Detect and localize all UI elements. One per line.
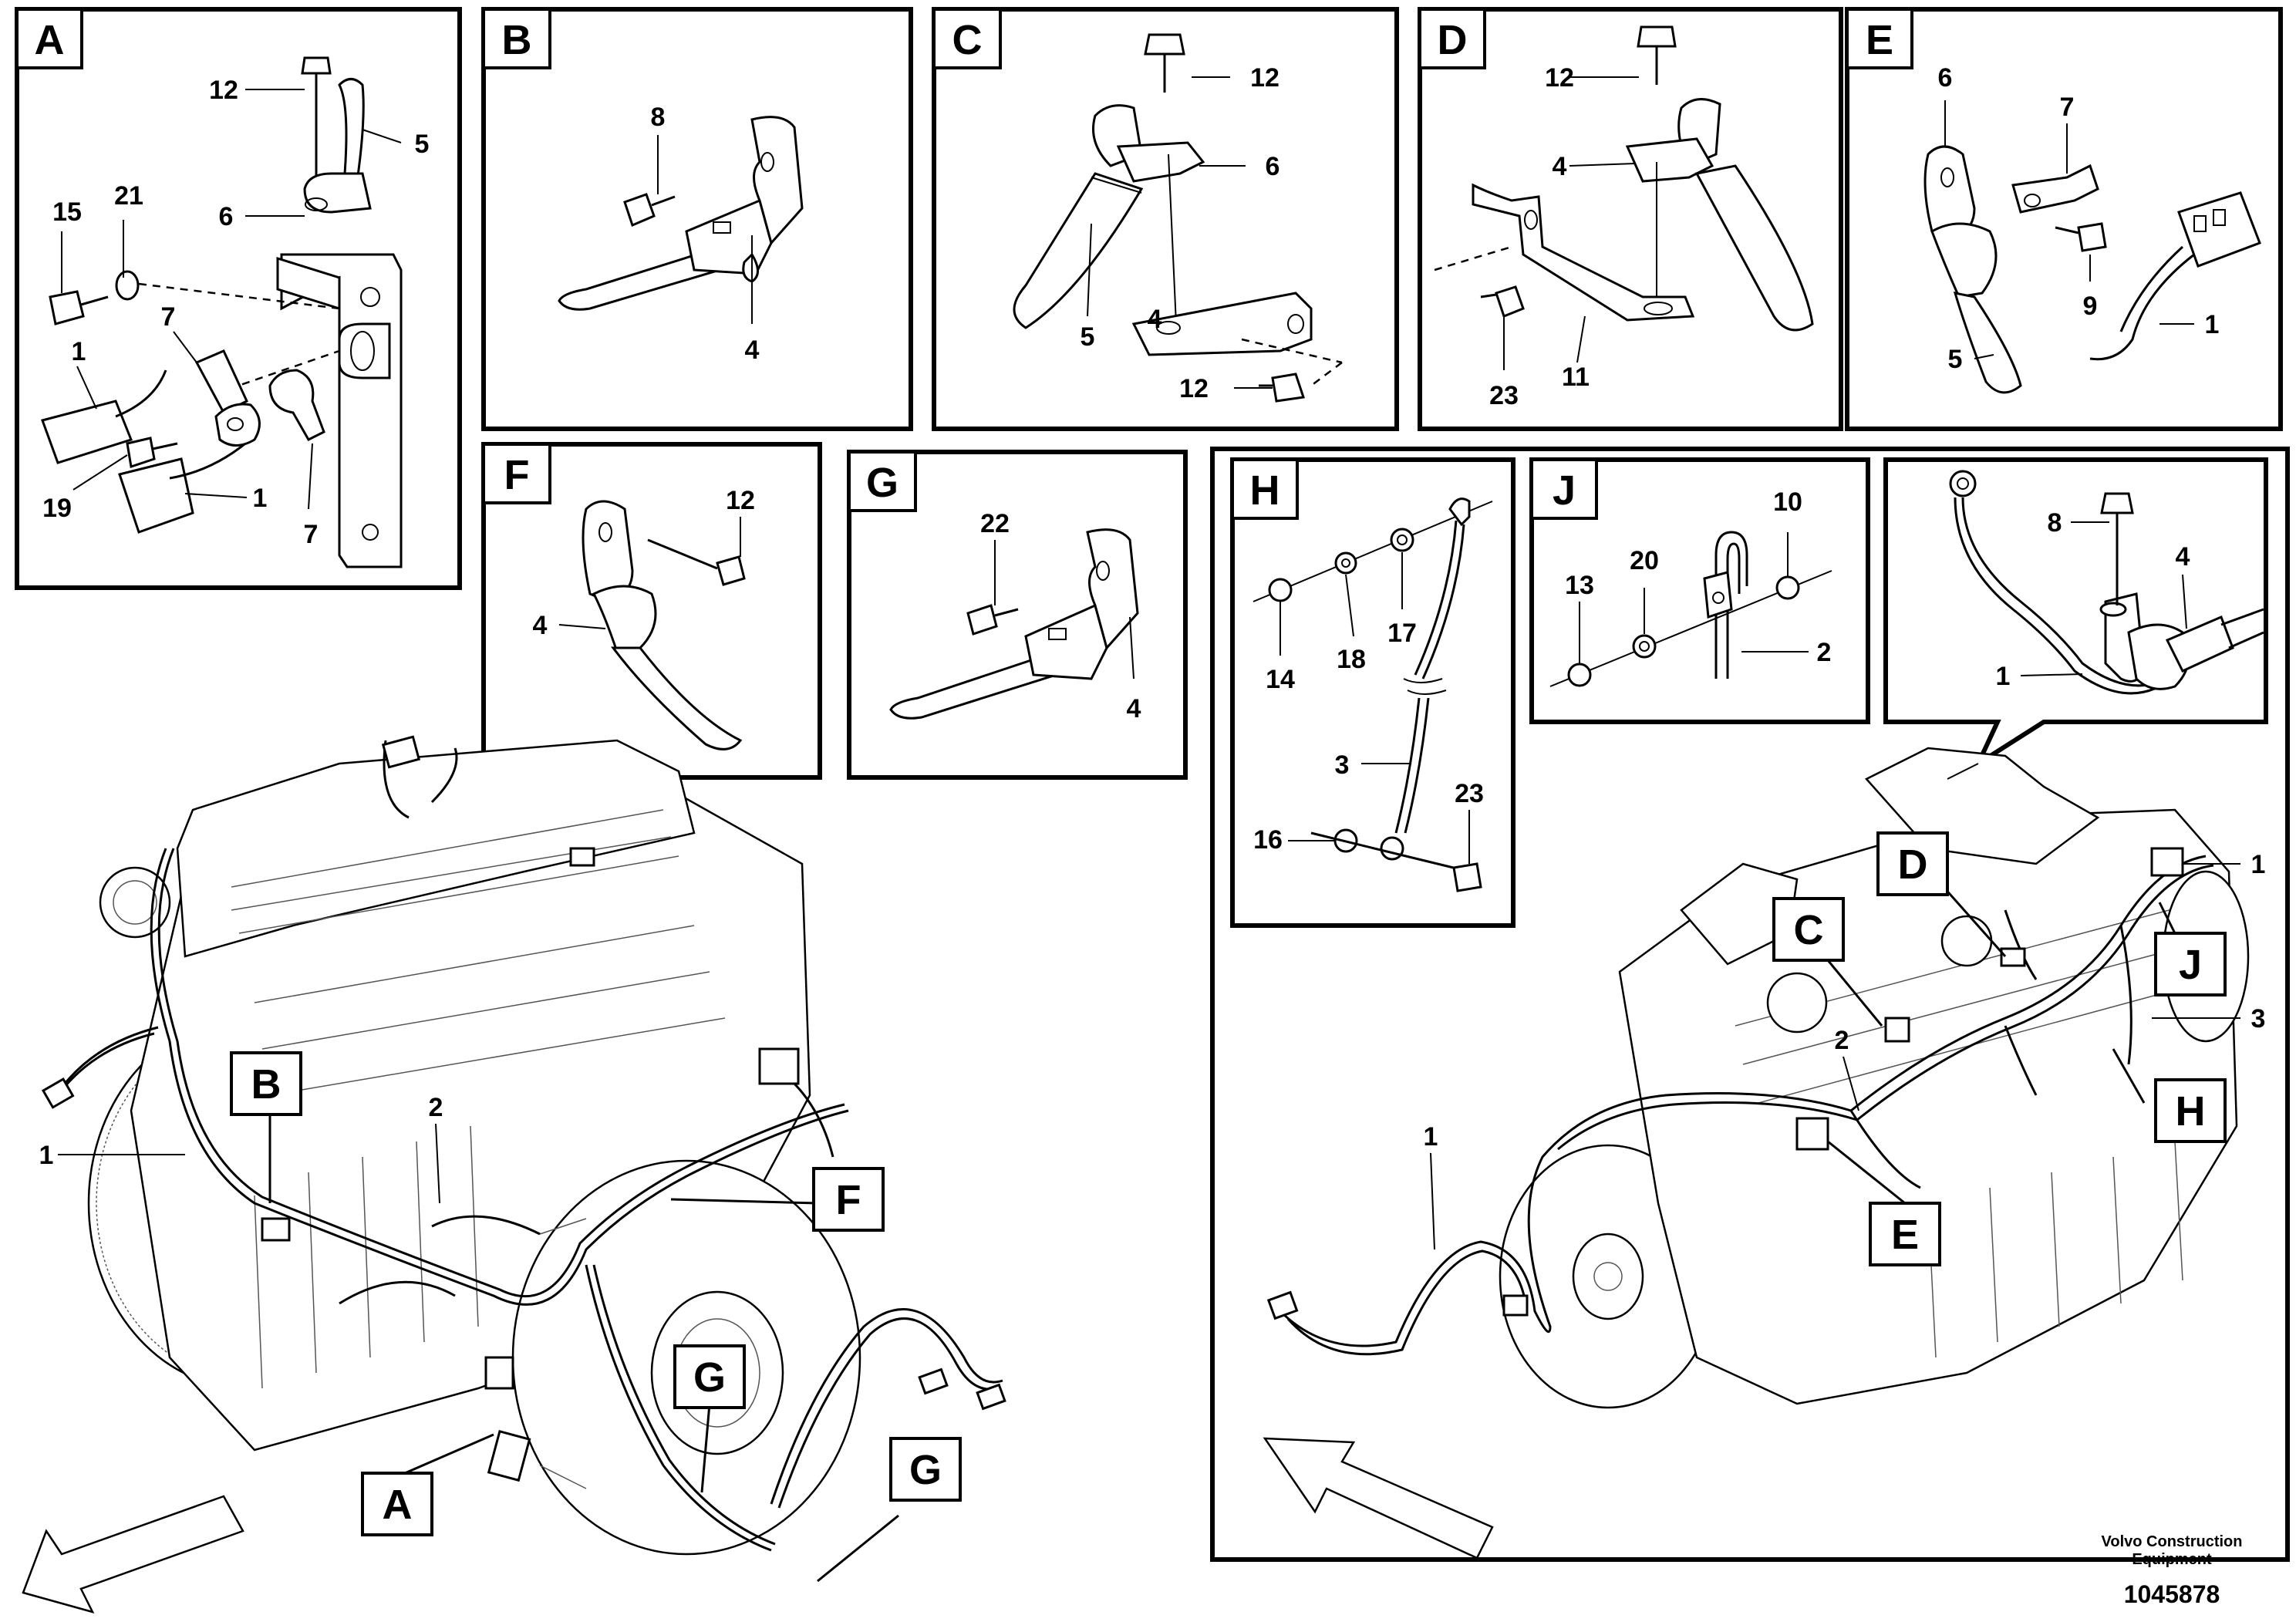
callout-c-5: 5 — [1081, 322, 1095, 352]
callout-f-4: 4 — [533, 611, 548, 640]
callout-h-17: 17 — [1387, 619, 1417, 648]
callout-g-4: 4 — [1127, 694, 1141, 723]
detail-panel-a: A — [15, 7, 462, 590]
callout-a-1-bottom: 1 — [253, 484, 268, 513]
marker-g2-box — [889, 1437, 962, 1502]
callout-e-9: 9 — [2083, 292, 2098, 321]
callout-h-16: 16 — [1253, 825, 1283, 855]
marker-j-box — [2154, 932, 2227, 996]
callout-c-6: 6 — [1266, 152, 1280, 181]
callout-h-3: 3 — [1335, 750, 1350, 780]
right-callout-2: 2 — [1835, 1026, 1849, 1055]
callout-g-22: 22 — [980, 509, 1010, 538]
callout-c-12-top: 12 — [1250, 63, 1279, 93]
marker-f-box — [812, 1167, 885, 1232]
callout-b-8: 8 — [651, 103, 666, 132]
callout-h-14: 14 — [1266, 665, 1295, 694]
marker-d: D — [1898, 841, 1928, 888]
detail-panel-c: C 12 6 5 4 12 — [932, 7, 1399, 431]
marker-j: J — [2179, 942, 2202, 988]
panel-d-letter: D — [1438, 17, 1468, 63]
drawing-number: 1045878 — [2124, 1580, 2220, 1608]
callout-c-4: 4 — [1148, 305, 1162, 334]
left-engine-view: A B F G G 1 2 — [22, 735, 1006, 1614]
right-callout-3: 3 — [2251, 1004, 2266, 1034]
callout-d-4: 4 — [1553, 152, 1567, 181]
callout-a-5: 5 — [415, 130, 430, 159]
callout-e-6: 6 — [1938, 63, 1953, 93]
callout-j-13: 13 — [1565, 571, 1594, 600]
detail-panel-d: D 12 4 23 11 — [1418, 7, 1843, 431]
right-callout-1-left: 1 — [1424, 1122, 1438, 1152]
marker-c-box — [1772, 897, 1845, 962]
panel-b-letter: B — [502, 17, 532, 63]
detail-panel-g: G 22 4 — [847, 450, 1188, 780]
marker-g-2: G — [909, 1447, 942, 1493]
panel-e-letter: E — [1866, 17, 1893, 63]
callout-a-7-top: 7 — [161, 302, 176, 332]
callout-a-15: 15 — [52, 197, 82, 227]
panel-h-letter: H — [1250, 467, 1280, 514]
footer: Volvo Construction Equipment 1045878 — [2102, 1533, 2243, 1608]
marker-a: A — [383, 1482, 413, 1528]
detail-panel-f: F 12 4 — [481, 442, 822, 780]
detail-panel-j: J 13 20 10 2 — [1529, 457, 1870, 724]
marker-e: E — [1891, 1212, 1919, 1258]
callout-e-5: 5 — [1948, 345, 1963, 374]
panel-g-letter: G — [866, 460, 899, 506]
marker-g-1: G — [693, 1354, 726, 1401]
callout-k-4: 4 — [2176, 542, 2190, 572]
callout-d-23: 23 — [1489, 381, 1519, 410]
callout-a-21: 21 — [114, 181, 143, 211]
detail-panel-h: H 14 18 17 3 23 16 — [1230, 457, 1515, 928]
callout-f-12: 12 — [726, 486, 755, 515]
marker-d-box — [1876, 831, 1949, 896]
panel-a-letter: A — [35, 17, 65, 63]
left-callout-2: 2 — [429, 1093, 443, 1122]
callout-d-12: 12 — [1545, 63, 1574, 93]
panel-j-letter: J — [1553, 467, 1576, 514]
callout-d-11: 11 — [1562, 363, 1590, 392]
marker-b: B — [251, 1061, 282, 1108]
detail-panel-ground-cable: 8 4 1 — [1883, 457, 2268, 771]
right-frame — [1210, 447, 2290, 1562]
callout-k-8: 8 — [2048, 508, 2062, 538]
callout-e-1: 1 — [2205, 310, 2220, 339]
marker-h: H — [2176, 1088, 2206, 1135]
callout-c-12-bottom: 12 — [1179, 374, 1209, 403]
callout-h-23: 23 — [1455, 779, 1484, 808]
marker-b-box — [230, 1051, 302, 1116]
panel-f-letter: F — [504, 452, 530, 498]
callout-j-20: 20 — [1630, 546, 1659, 575]
callout-j-10: 10 — [1773, 487, 1802, 517]
callout-a-12: 12 — [209, 76, 238, 105]
callout-j-2: 2 — [1817, 638, 1832, 667]
detail-panel-b: B 8 4 — [481, 7, 913, 431]
marker-h-box — [2154, 1078, 2227, 1143]
marker-a-box — [361, 1472, 433, 1536]
callout-h-18: 18 — [1337, 645, 1366, 674]
brand-line-2: Equipment — [2132, 1551, 2212, 1568]
left-callout-1: 1 — [39, 1141, 54, 1170]
right-callout-1-right: 1 — [2251, 850, 2266, 879]
marker-g1-box — [673, 1344, 746, 1409]
marker-f: F — [836, 1177, 861, 1223]
marker-e-box — [1869, 1202, 1941, 1266]
brand-line-1: Volvo Construction — [2102, 1533, 2243, 1550]
callout-a-7-bottom: 7 — [304, 520, 319, 549]
panel-c-letter: C — [952, 17, 983, 63]
detail-panel-e: E 6 7 9 1 5 — [1845, 7, 2283, 431]
marker-c: C — [1794, 907, 1824, 953]
callout-k-1: 1 — [1996, 662, 2011, 691]
callout-e-7: 7 — [2060, 93, 2075, 122]
callout-a-1-top: 1 — [72, 337, 86, 366]
callout-b-4: 4 — [745, 336, 760, 365]
callout-a-6: 6 — [219, 202, 234, 231]
right-engine-view: C D E H J 1 1 2 3 — [1263, 747, 2266, 1560]
callout-a-19: 19 — [42, 494, 72, 523]
